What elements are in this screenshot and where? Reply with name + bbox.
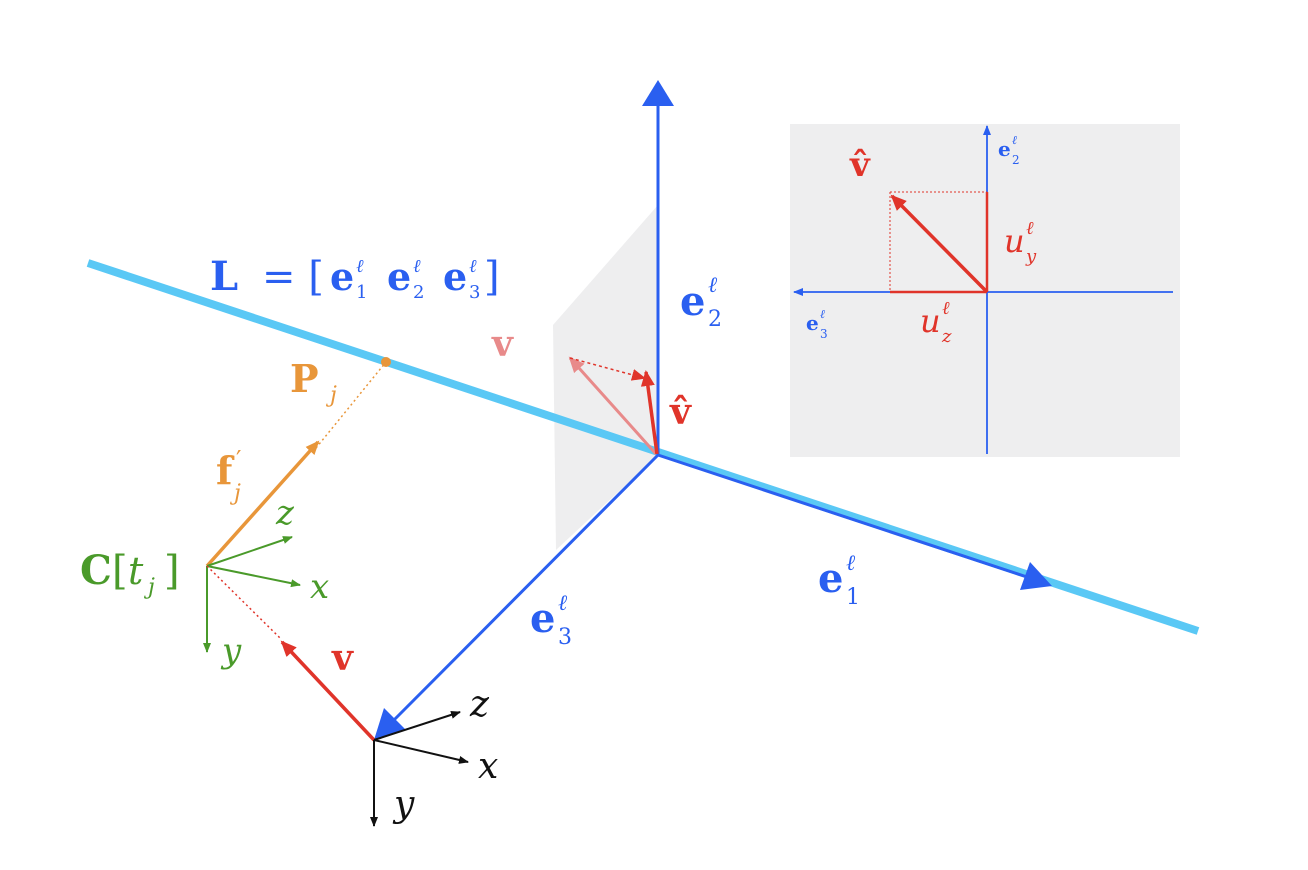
e1-arrowhead bbox=[1020, 562, 1052, 590]
inset-e2-ell: ℓ bbox=[1012, 133, 1017, 147]
fj-label: f ′ j bbox=[216, 446, 241, 506]
L-e1: e bbox=[330, 254, 354, 299]
ct-label: C [ t j ] bbox=[80, 547, 180, 600]
inset-uz-ell: ℓ bbox=[942, 298, 950, 319]
inset-uy-sub: y bbox=[1025, 246, 1037, 267]
inset-e2-main: e bbox=[998, 137, 1011, 161]
inset-uy-ell: ℓ bbox=[1026, 218, 1034, 239]
L-e3: e bbox=[443, 254, 467, 299]
L-e1-ell: ℓ bbox=[356, 256, 364, 277]
inset-uz-sub: z bbox=[941, 326, 952, 347]
v-hat-label: v̂ bbox=[669, 391, 692, 433]
v-red-label: v bbox=[331, 637, 354, 679]
normal-plane bbox=[553, 205, 658, 550]
e3-axis bbox=[388, 453, 660, 726]
e3-main: e bbox=[530, 595, 555, 642]
ct-open: [ bbox=[112, 548, 128, 594]
e1-label: e ℓ 1 bbox=[818, 551, 860, 610]
L-e2: e bbox=[387, 254, 411, 299]
inset-e3-main: e bbox=[806, 311, 819, 335]
e1-main: e bbox=[818, 555, 843, 602]
inset-e2-label: e ℓ 2 bbox=[998, 133, 1020, 167]
e3-ell: ℓ bbox=[558, 591, 568, 616]
e2-label: e ℓ 2 bbox=[680, 273, 722, 332]
black-x-axis bbox=[373, 739, 469, 764]
inset-v-hat-arrow bbox=[890, 194, 989, 294]
L-e2-ell: ℓ bbox=[413, 256, 421, 277]
green-z-axis bbox=[206, 536, 293, 567]
green-x-label: x bbox=[310, 567, 329, 607]
L-e3-ell: ℓ bbox=[469, 256, 477, 277]
L-symbol: L bbox=[210, 253, 238, 300]
pj-sub: j bbox=[325, 383, 337, 408]
e2-main: e bbox=[680, 278, 705, 325]
e2-arrowhead bbox=[642, 80, 674, 106]
L-e2-sub: 2 bbox=[413, 282, 424, 303]
fj-prime: ′ bbox=[236, 446, 241, 474]
black-z-axis bbox=[373, 710, 461, 741]
ct-C: C bbox=[80, 547, 112, 594]
L-e3-sub: 3 bbox=[469, 282, 480, 303]
pj-dotted-line bbox=[315, 361, 387, 449]
fj-arrow bbox=[205, 440, 320, 568]
ct-t: t bbox=[128, 549, 144, 593]
v-red-arrow bbox=[280, 640, 376, 742]
ct-sub: j bbox=[143, 575, 155, 600]
green-y-label: y bbox=[220, 631, 242, 671]
black-y-label: y bbox=[392, 784, 415, 825]
inset-uz-label: u ℓ z bbox=[920, 298, 952, 347]
inset-e3-sub: 3 bbox=[820, 327, 828, 341]
pj-point bbox=[381, 357, 391, 367]
e1-axis bbox=[657, 453, 1031, 580]
e3-label: e ℓ 3 bbox=[530, 591, 572, 650]
e2-sub: 2 bbox=[708, 307, 722, 332]
line-L bbox=[86, 259, 1200, 635]
inset-e3-ell: ℓ bbox=[820, 307, 825, 321]
camera-dotted-link bbox=[206, 565, 281, 639]
L-e1-sub: 1 bbox=[356, 282, 367, 303]
e1-sub: 1 bbox=[846, 585, 860, 610]
fj-main: f bbox=[216, 448, 235, 493]
inset-e3-label: e ℓ 3 bbox=[806, 307, 828, 341]
v-hat-arrow bbox=[640, 370, 659, 455]
black-x-label: x bbox=[478, 746, 498, 787]
e2-ell: ℓ bbox=[708, 273, 718, 298]
ct-close: ] bbox=[164, 548, 180, 594]
line-L-label: L = [ e ℓ 1 e ℓ 2 e ℓ 3 ] bbox=[210, 253, 500, 303]
e1-ell: ℓ bbox=[846, 551, 856, 576]
green-x-axis bbox=[206, 565, 301, 588]
inset-uy-label: u ℓ y bbox=[1004, 218, 1037, 267]
L-equals: = [ bbox=[262, 254, 324, 300]
v-projection-dotted bbox=[569, 357, 646, 381]
inset-uz-main: u bbox=[920, 302, 941, 340]
inset-uy-main: u bbox=[1004, 222, 1025, 260]
inset-e2-sub: 2 bbox=[1012, 153, 1020, 167]
green-z-label: z bbox=[275, 493, 295, 533]
e3-sub: 3 bbox=[558, 625, 572, 650]
pj-label: P j bbox=[290, 356, 337, 408]
v-pink-arrow bbox=[568, 356, 658, 456]
v-pink-label: v bbox=[491, 323, 514, 365]
pj-main: P bbox=[290, 356, 319, 401]
inset-v-hat-label: v̂ bbox=[849, 145, 871, 185]
black-z-label: z bbox=[469, 684, 490, 725]
L-close: ] bbox=[484, 254, 500, 300]
